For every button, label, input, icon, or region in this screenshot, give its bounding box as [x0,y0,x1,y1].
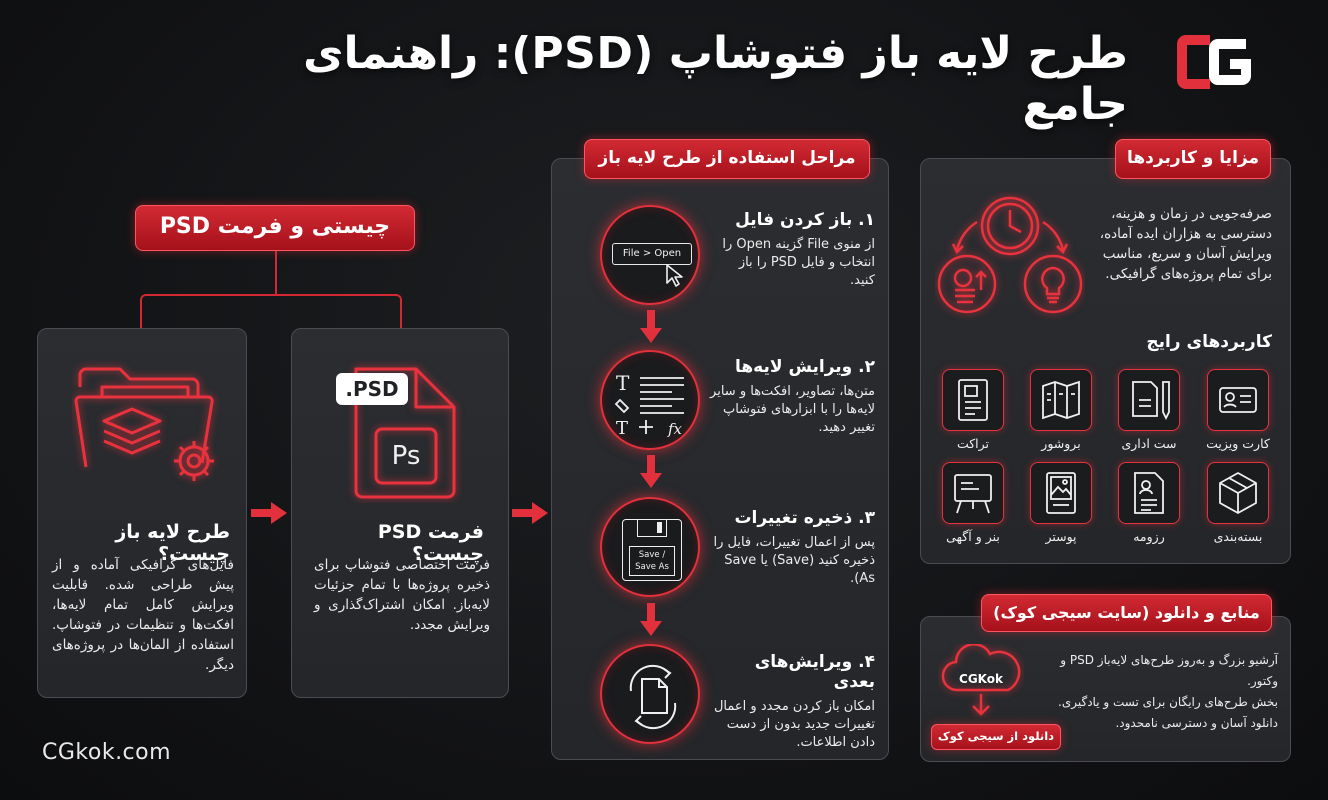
arrow-right-icon [249,500,289,530]
step-3-circle: Save / Save As [600,497,700,597]
arrow-right-icon [510,500,550,530]
usage-label: ست اداری [1121,436,1177,451]
office-set-icon [1118,369,1180,431]
poster-icon [1030,462,1092,524]
banner-icon [942,462,1004,524]
step-1: ۱. باز کردن فایل از منوی File گزینه Open… [710,210,875,290]
step-1-circle: File > Open [600,205,700,305]
edit-layers-icon: T T fx [614,371,684,438]
step-4: ۴. ویرایش‌های بعدی امکان باز کردن مجدد و… [710,652,875,752]
usage-label: تراکت [956,436,990,451]
benefits-cycle-icon [935,192,1085,326]
brochure-icon [1030,369,1092,431]
step-text: امکان باز کردن مجدد و اعمال تغییرات جدید… [713,699,875,750]
step-text: متن‌ها، تصاویر، افکت‌ها و سایر لایه‌ها ر… [710,384,875,435]
section-pill-steps: مراحل استفاده از طرح لایه باز [584,139,870,179]
arrow-down-icon [639,310,663,348]
step-title: ۲. ویرایش لایه‌ها [735,357,875,377]
flyer-icon [942,369,1004,431]
step-2-circle: T T fx [600,350,700,450]
svg-text:T: T [616,371,630,395]
connector-line [140,294,402,328]
step-2: ۲. ویرایش لایه‌ها متن‌ها، تصاویر، افکت‌ه… [710,357,875,437]
cgkok-logo [1172,30,1256,94]
file-open-icon: File > Open [612,243,692,265]
business-card-icon [1207,369,1269,431]
section-pill-psd: چیستی و فرمت PSD [135,205,415,251]
section-pill-resources: منابع و دانلود (سایت سیجی کوک) [981,594,1272,632]
floppy-save-icon: Save / Save As [622,519,682,581]
step-title: ۴. ویرایش‌های بعدی [754,652,875,692]
footer-site: CGkok.com [42,740,172,765]
step-text: پس از اعمال تغییرات، فایل را ذخیره کنید … [713,535,875,586]
cloud-label: CGKok [959,672,1003,686]
resources-list: آرشیو بزرگ و به‌روز طرح‌های لایه‌باز PSD… [1030,650,1278,734]
arrow-down-icon [639,455,663,493]
psd-file-icon: .PSD Ps [336,353,466,503]
card-layered-design: طرح لایه باز چیست؟ فایل‌های گرافیکی آماد… [37,328,247,698]
usage-label: بسته‌بندی [1213,529,1263,544]
usage-label: پوستر [1045,529,1077,544]
step-title: ۱. باز کردن فایل [735,210,875,230]
cloud-download-icon: CGKok [938,644,1024,718]
usage-label: بروشور [1041,436,1081,451]
package-icon [1207,462,1269,524]
section-pill-benefits: مزایا و کاربردها [1115,139,1271,179]
resources-line: بخش طرح‌های رایگان برای تست و یادگیری. [1058,695,1278,709]
benefits-text: صرفه‌جویی در زمان و هزینه، دسترسی به هزا… [1099,206,1272,282]
resources-line: دانلود آسان و دسترسی نامحدود. [1115,716,1278,730]
card-text: فرمت اختصاصی فتوشاپ برای ذخیره پروژه‌ها … [314,557,490,633]
connector-line [275,250,277,294]
download-button[interactable]: دانلود از سیجی کوک [931,724,1061,750]
usage-label: رزومه [1133,529,1165,544]
card-title: فرمت PSD چیست؟ [377,521,484,565]
resume-icon [1118,462,1180,524]
step-4-circle [600,644,700,744]
arrow-down-icon [639,603,663,641]
card-title: طرح لایه باز چیست؟ [115,521,230,565]
step-3: ۳. ذخیره تغییرات پس از اعمال تغییرات، فا… [710,508,875,588]
usage-label: بنر و آگهی [946,529,1000,544]
cursor-icon [666,264,683,287]
folder-layers-icon [72,357,222,491]
svg-text:T: T [616,418,628,438]
ps-label: Ps [391,441,421,471]
step-text: از منوی File گزینه Open را انتخاب و فایل… [722,237,875,288]
step-title: ۳. ذخیره تغییرات [734,508,875,528]
card-psd-format: .PSD Ps فرمت PSD چیست؟ فرمت اختصاصی فتوش… [291,328,509,698]
usage-label: کارت ویزیت [1206,436,1270,451]
resources-line: آرشیو بزرگ و به‌روز طرح‌های لایه‌باز PSD… [1060,653,1278,688]
refresh-file-icon [629,664,677,730]
card-text: فایل‌های گرافیکی آماده و از پیش طراحی شد… [52,557,234,673]
psd-badge: .PSD [345,377,399,401]
usages-title: کاربردهای رایج [1146,332,1272,352]
page-title: طرح لایه باز فتوشاپ (PSD): راهنمای جامع [303,28,1128,130]
svg-text:fx: fx [667,420,683,438]
